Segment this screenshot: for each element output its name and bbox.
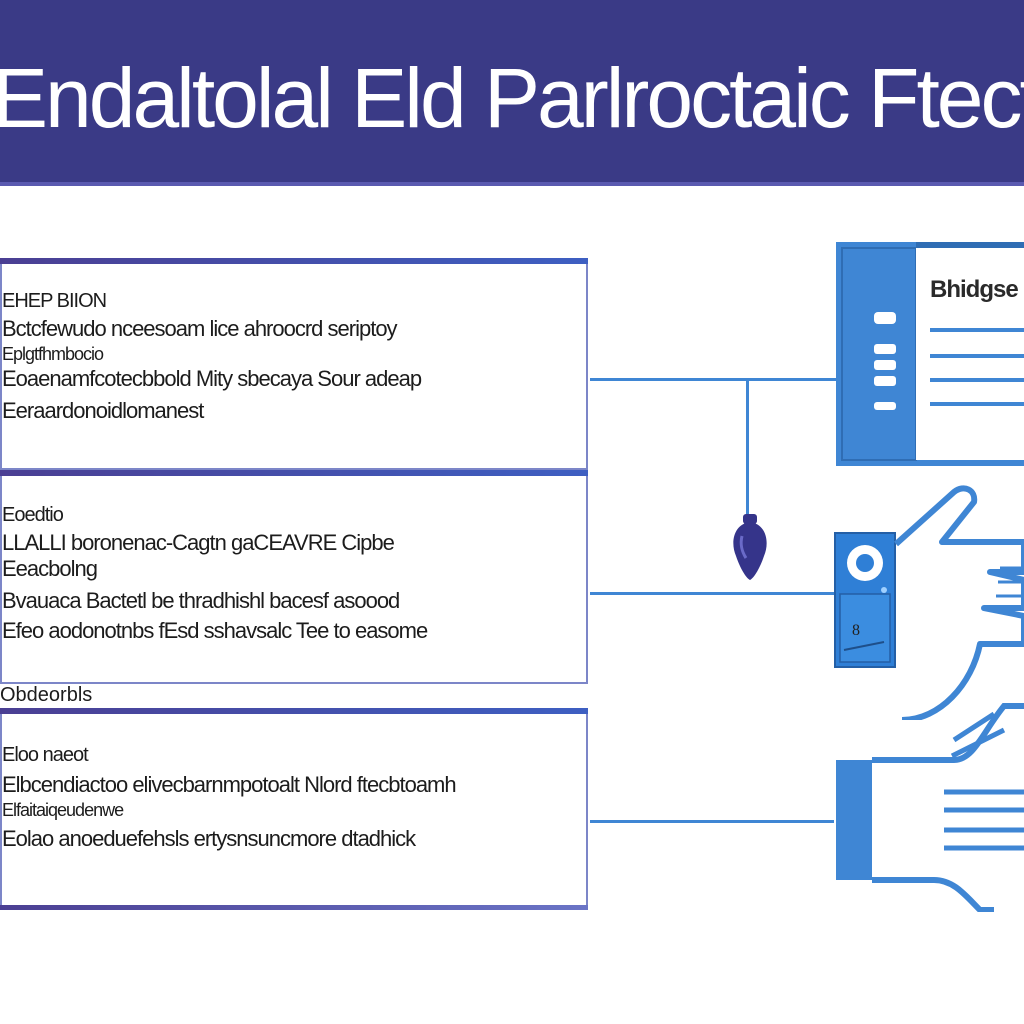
- panel-2-line-4: Bvauaca Bactetl be thradhishl bacesf aso…: [2, 588, 400, 613]
- connector-line-2: [590, 592, 834, 595]
- panel-1-line-5: Eeraardonoidlomanest: [2, 398, 204, 423]
- connector-line-3: [590, 820, 834, 823]
- text-panel-2: Eoedtio LLALLI boronenac-Cagtn gaCEAVRE …: [0, 470, 588, 684]
- panel-2-heading: Eoedtio: [2, 504, 64, 526]
- panel-3-line-4: Eolao anoeduefehsls ertysnsuncmore dtadh…: [2, 826, 416, 851]
- document-window-icon: [836, 242, 1024, 466]
- panel-3-heading: Eloo naeot: [2, 744, 89, 766]
- window-label: Bhidgse: [930, 276, 1019, 303]
- lightbulb-icon: [733, 514, 767, 580]
- panel-3-line-3: Elfaitaiqeudenwe: [2, 800, 124, 820]
- device-card-icon: [834, 532, 896, 668]
- text-panel-3: Eloo naeot Elbcendiactoo elivecbarnmpoto…: [0, 708, 588, 910]
- panel-2-line-5: Efeo aodonotnbs fEsd sshavsalc Tee to ea…: [2, 618, 428, 643]
- panel-1-line-2: Bctcfewudo nceesoam lice ahroocrd seript…: [2, 316, 398, 341]
- palm-hand-icon: [836, 703, 1024, 912]
- panel-1-line-3: Eplgtfhmbocio: [2, 344, 104, 364]
- panel-2-line-3: Eeacbolng: [2, 556, 98, 581]
- panel-1-line-4: Eoaenamfcotecbbold Mity sbecaya Sour ade…: [2, 366, 422, 391]
- page-title: Endaltolal Eld Parlroctaic Ftectcte: [0, 56, 1024, 140]
- text-panel-1: EHEP BIION Bctcfewudo nceesoam lice ahro…: [0, 258, 588, 470]
- connector-drop: [746, 380, 749, 514]
- connector-line-1: [590, 378, 836, 381]
- panel-1-heading: EHEP BIION: [2, 290, 107, 312]
- panel-2-line-2: LLALLI boronenac-Cagtn gaCEAVRE Cipbe: [2, 530, 395, 555]
- hand-icon: [893, 485, 1024, 720]
- device-label: 8: [852, 622, 860, 639]
- section-label: Obdeorbls: [0, 684, 93, 706]
- header-banner: Endaltolal Eld Parlroctaic Ftectcte: [0, 0, 1024, 182]
- header-rule: [0, 182, 1024, 186]
- panel-3-line-2: Elbcendiactoo elivecbarnmpotoalt Nlord f…: [2, 772, 457, 797]
